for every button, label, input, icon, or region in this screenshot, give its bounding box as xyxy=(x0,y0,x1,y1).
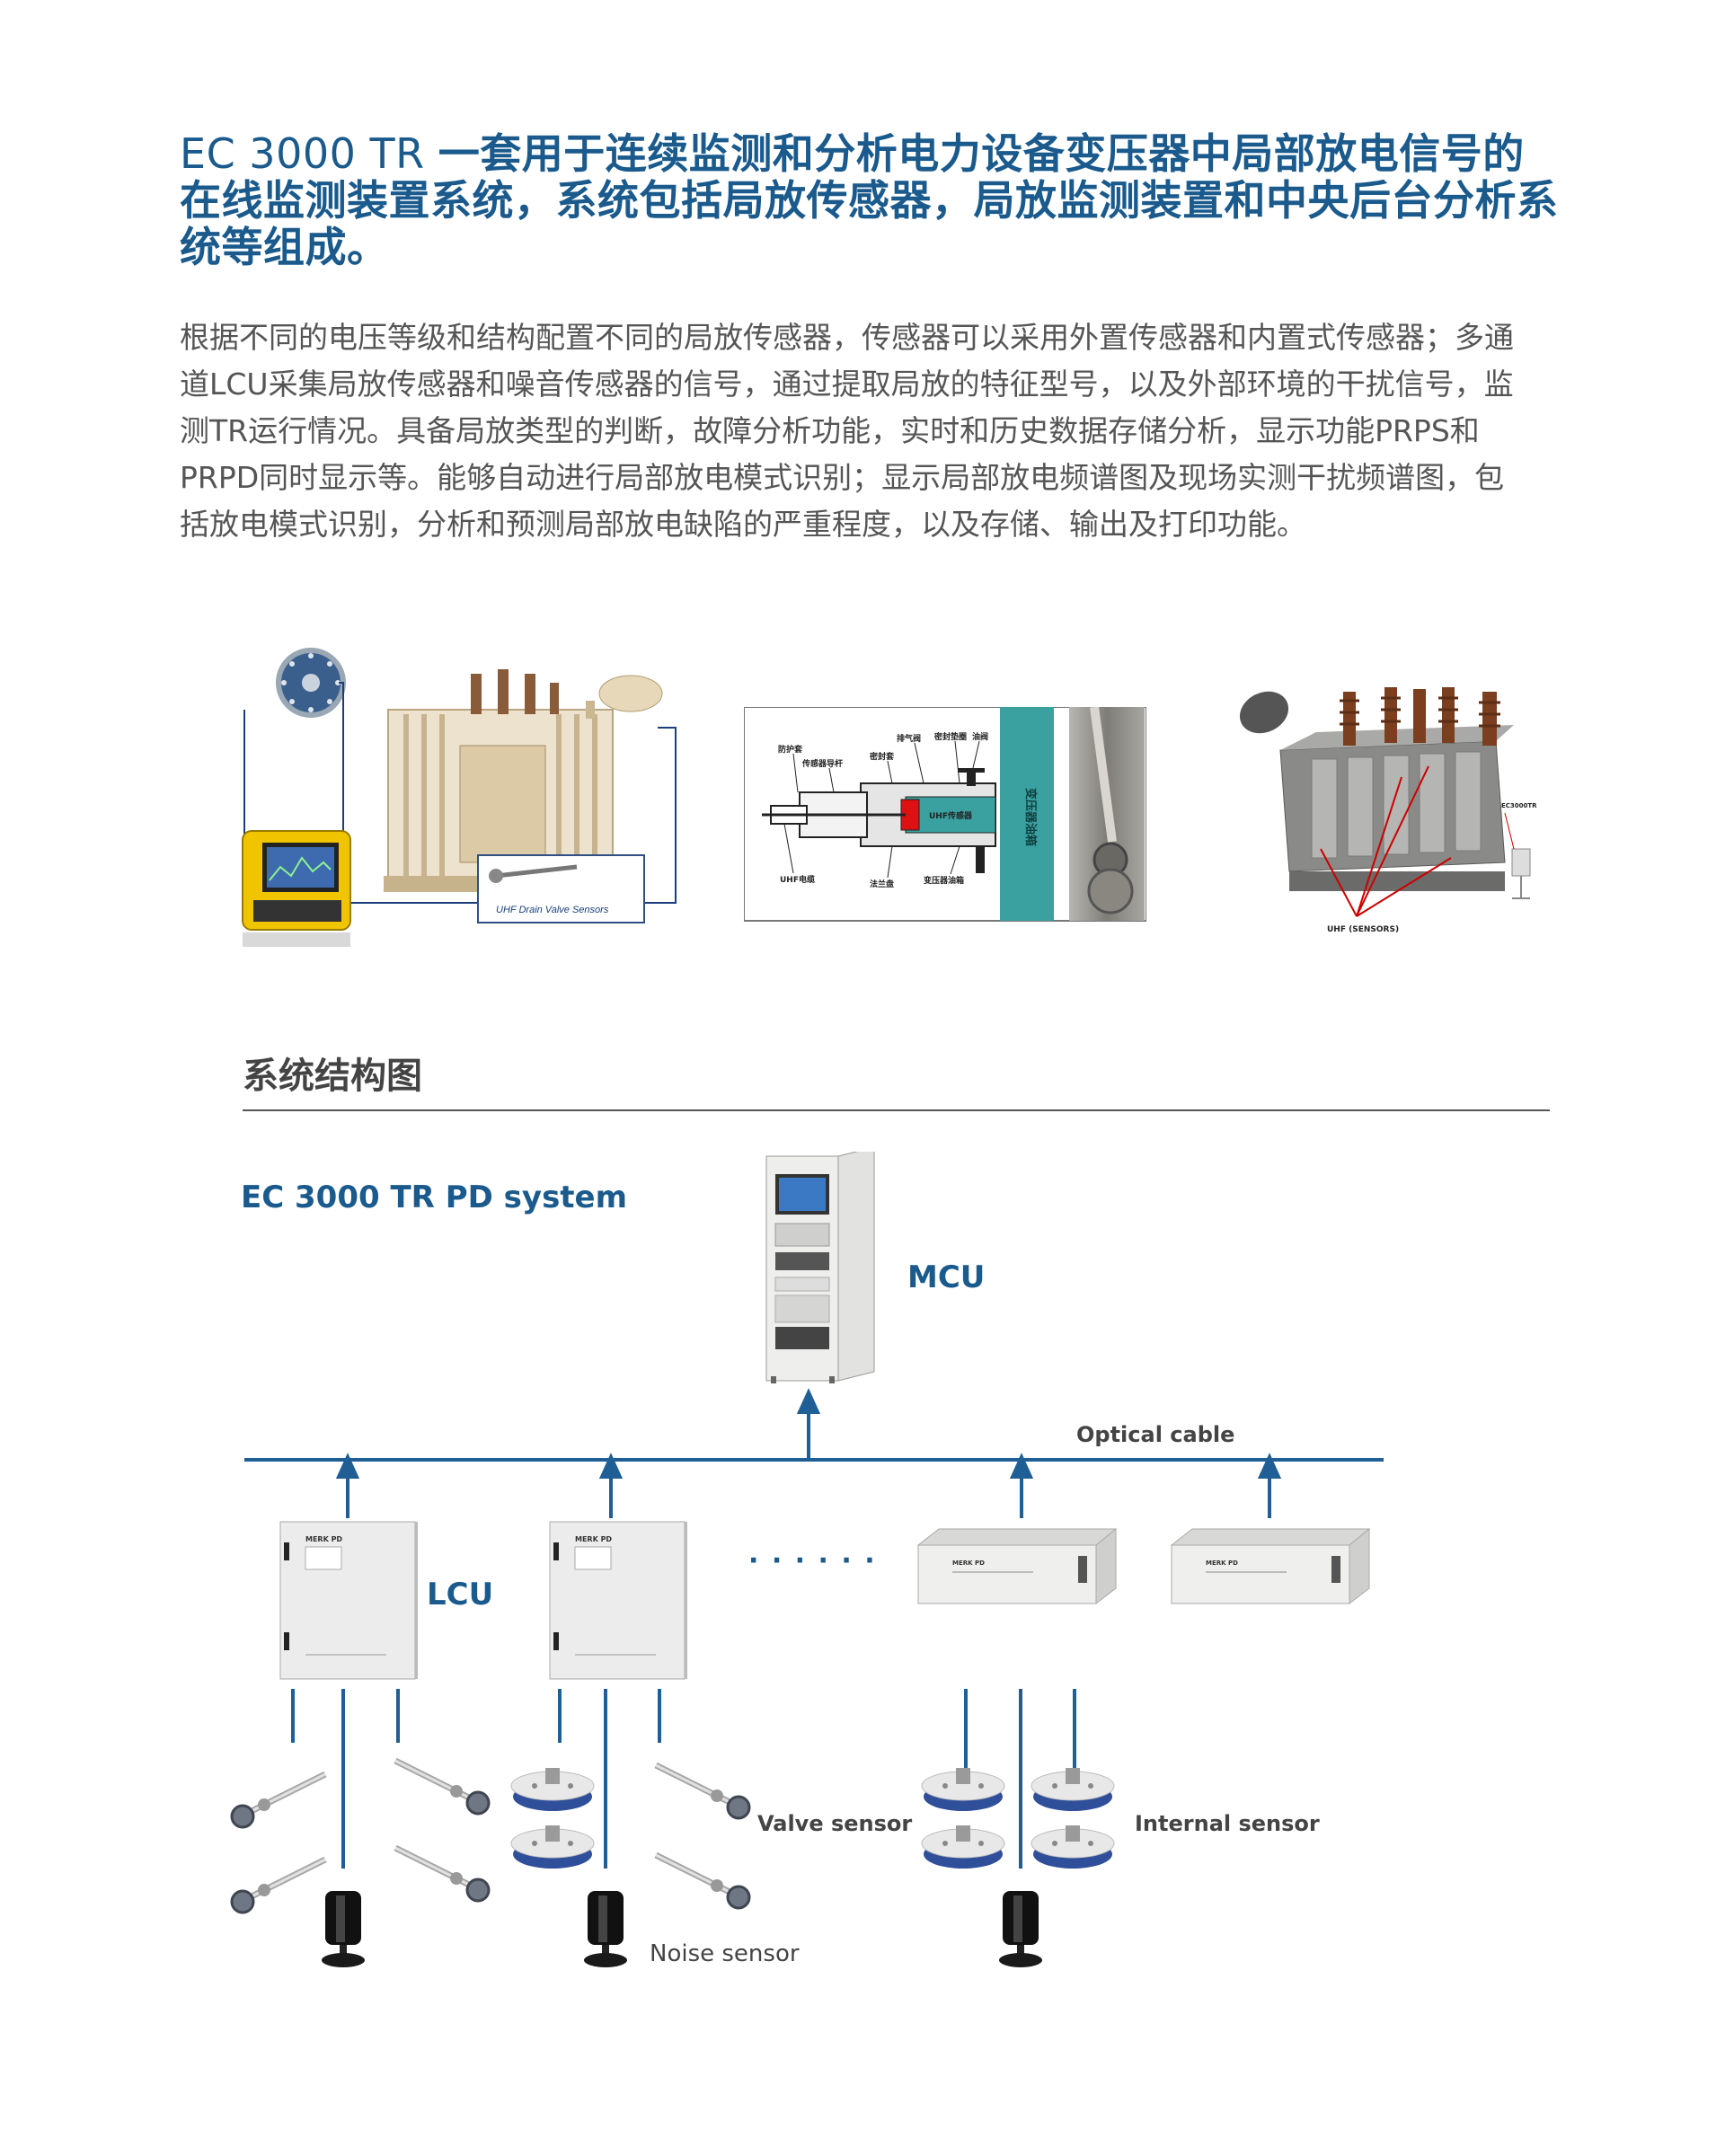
oil-valve-label: 油阀 xyxy=(972,731,988,742)
valve-sensor-icon xyxy=(656,1855,749,1908)
guide-rod-label: 传感器导杆 xyxy=(801,758,843,769)
mcu-label: MCU xyxy=(907,1259,986,1295)
uhf-sensor-label: UHF传感器 xyxy=(929,810,973,821)
valve-sensor-icon xyxy=(656,1765,749,1818)
section-title: 系统结构图 xyxy=(243,1056,422,1097)
tank-wall-bottom-label: 变压器油箱 xyxy=(924,875,964,886)
figure-transformer-sensors: EC3000TR UHF (SENSORS) xyxy=(1239,687,1537,934)
valve-sensor-label: Valve sensor xyxy=(757,1811,913,1836)
lcu-label: LCU xyxy=(427,1577,494,1613)
ellipsis-more-units: · · · · · · xyxy=(748,1545,877,1577)
uhf-cable-label: UHF电缆 xyxy=(780,874,815,885)
internal-sensor-icon xyxy=(1031,1825,1115,1869)
optical-cable-bus xyxy=(244,1388,1384,1518)
optical-cable-label: Optical cable xyxy=(1076,1422,1235,1447)
ec3000tr-device-label: EC3000TR xyxy=(1501,802,1537,809)
noise-sensor-label: Noise sensor xyxy=(650,1940,800,1967)
valve-sensor-icon xyxy=(232,1774,325,1827)
valve-sensor-icon xyxy=(395,1848,489,1901)
valve-sensor-icon xyxy=(232,1860,325,1913)
internal-sensor-icon xyxy=(510,1825,595,1869)
protect-cover-label: 防护套 xyxy=(778,744,803,755)
noise-sensor-icon xyxy=(999,1891,1042,1967)
flange-sensor-icon xyxy=(276,648,346,718)
lcu-brand-2: MERK PD xyxy=(575,1535,612,1543)
lcu-brand-1: MERK PD xyxy=(305,1535,342,1543)
seal-cover-label: 密封套 xyxy=(869,751,895,762)
section-divider xyxy=(243,1109,1550,1111)
sensor-array xyxy=(207,1689,1115,1967)
noise-sensor-icon xyxy=(584,1891,627,1967)
transformer-illustration xyxy=(384,669,663,892)
figure-uhf-drain-valve: UHF Drain Valve Sensors xyxy=(242,648,677,947)
internal-sensor-icon xyxy=(921,1767,1005,1812)
portable-monitor-icon xyxy=(242,830,351,947)
lcu-rack-2: MERK PD xyxy=(1170,1527,1371,1605)
seal-gasket-label: 密封垫圈 xyxy=(933,731,967,742)
lcu-wallbox-1: MERK PD xyxy=(279,1521,418,1680)
page-title: EC 3000 TR 一套用于连续监测和分析电力设备变压器中局部放电信号的在线监… xyxy=(180,130,1563,270)
valve-sensor-icon xyxy=(395,1761,489,1814)
rack-brand-2: MERK PD xyxy=(1206,1560,1238,1567)
rack-brand-1: MERK PD xyxy=(952,1560,985,1567)
vent-valve-label: 排气阀 xyxy=(897,733,921,744)
noise-sensor-icon xyxy=(322,1891,365,1967)
uhf-drain-valve-caption: UHF Drain Valve Sensors xyxy=(496,905,609,915)
transformer-3d xyxy=(1239,687,1514,891)
uhf-sensors-label: UHF (SENSORS) xyxy=(1327,925,1399,934)
tank-wall-label: 变压器油箱 xyxy=(1023,788,1038,846)
mcu-cabinet xyxy=(765,1152,875,1383)
internal-sensor-icon xyxy=(921,1825,1005,1869)
title-description: 一套用于连续监测和分析电力设备变压器中局部放电信号的在线监测装置系统，系统包括局… xyxy=(180,129,1559,271)
internal-sensor-label: Internal sensor xyxy=(1135,1811,1320,1836)
lcu-rack-1: MERK PD xyxy=(916,1527,1118,1605)
intro-paragraph: 根据不同的电压等级和结构配置不同的局放传感器，传感器可以采用外置传感器和内置式传… xyxy=(180,320,1514,542)
lcu-wallbox-2: MERK PD xyxy=(549,1521,687,1680)
diagram-title: EC 3000 TR PD system xyxy=(241,1180,628,1215)
internal-sensor-icon xyxy=(510,1767,595,1812)
title-product: EC 3000 TR xyxy=(180,129,438,178)
flange-label: 法兰盘 xyxy=(870,879,894,889)
internal-sensor-icon xyxy=(1031,1767,1115,1812)
figure-sensor-cross-section: 变压器油箱 防护套 传感器导杆 密封套 排气阀 密封垫圈 油阀 UHF传感器 U… xyxy=(744,707,1146,922)
